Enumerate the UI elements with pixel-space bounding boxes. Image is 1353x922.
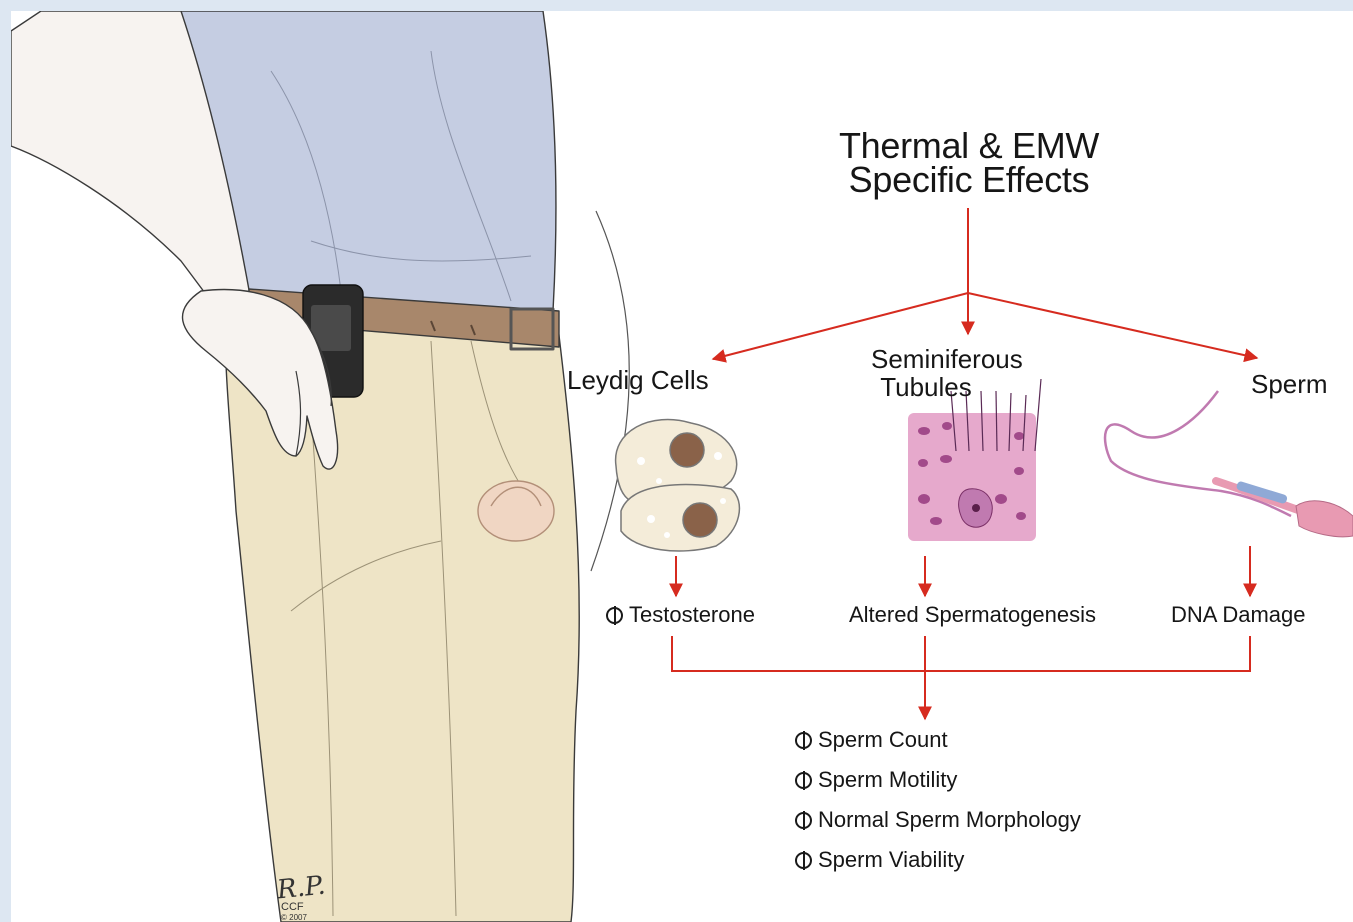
- leydig-cells-image: [616, 420, 740, 551]
- testosterone-label: Testosterone: [629, 602, 755, 627]
- sperm-image: [1105, 391, 1353, 537]
- credit-mark: CCF: [281, 901, 307, 913]
- figure-canvas: Thermal & EMW Specific Effects Leydig Ce…: [11, 11, 1353, 922]
- seminiferous-tubules-label: Seminiferous Tubules: [871, 345, 981, 401]
- testosterone-outcome: Testosterone: [606, 603, 755, 627]
- seminiferous-tubules-image: [908, 379, 1041, 541]
- diagram-title: Thermal & EMW Specific Effects: [819, 129, 1119, 197]
- artist-credit: CCF © 2007: [281, 901, 307, 922]
- spermatogenesis-outcome: Altered Spermatogenesis: [849, 603, 1096, 627]
- leydig-cells-label: Leydig Cells: [567, 366, 709, 394]
- decrease-circle-icon: [795, 772, 812, 789]
- seminiferous-line-1: Seminiferous: [871, 345, 981, 373]
- effect-label: Normal Sperm Morphology: [818, 807, 1081, 832]
- title-line-2: Specific Effects: [819, 163, 1119, 197]
- effect-sperm-motility: Sperm Motility: [795, 768, 957, 792]
- effect-sperm-viability: Sperm Viability: [795, 848, 964, 872]
- seminiferous-line-2: Tubules: [871, 373, 981, 401]
- decrease-circle-icon: [606, 607, 623, 624]
- man-illustration: [11, 11, 629, 922]
- decrease-circle-icon: [795, 852, 812, 869]
- dna-damage-outcome: DNA Damage: [1171, 603, 1306, 627]
- effect-label: Sperm Viability: [818, 847, 964, 872]
- sperm-label: Sperm: [1251, 370, 1328, 398]
- effect-sperm-count: Sperm Count: [795, 728, 948, 752]
- title-line-1: Thermal & EMW: [819, 129, 1119, 163]
- credit-year: © 2007: [281, 913, 307, 922]
- effect-label: Sperm Motility: [818, 767, 957, 792]
- anatomy-sketch: [478, 481, 554, 541]
- effect-label: Sperm Count: [818, 727, 948, 752]
- illustration: [11, 11, 1353, 922]
- merge-line: [672, 636, 1250, 671]
- decrease-circle-icon: [795, 732, 812, 749]
- effect-sperm-morphology: Normal Sperm Morphology: [795, 808, 1081, 832]
- decrease-circle-icon: [795, 812, 812, 829]
